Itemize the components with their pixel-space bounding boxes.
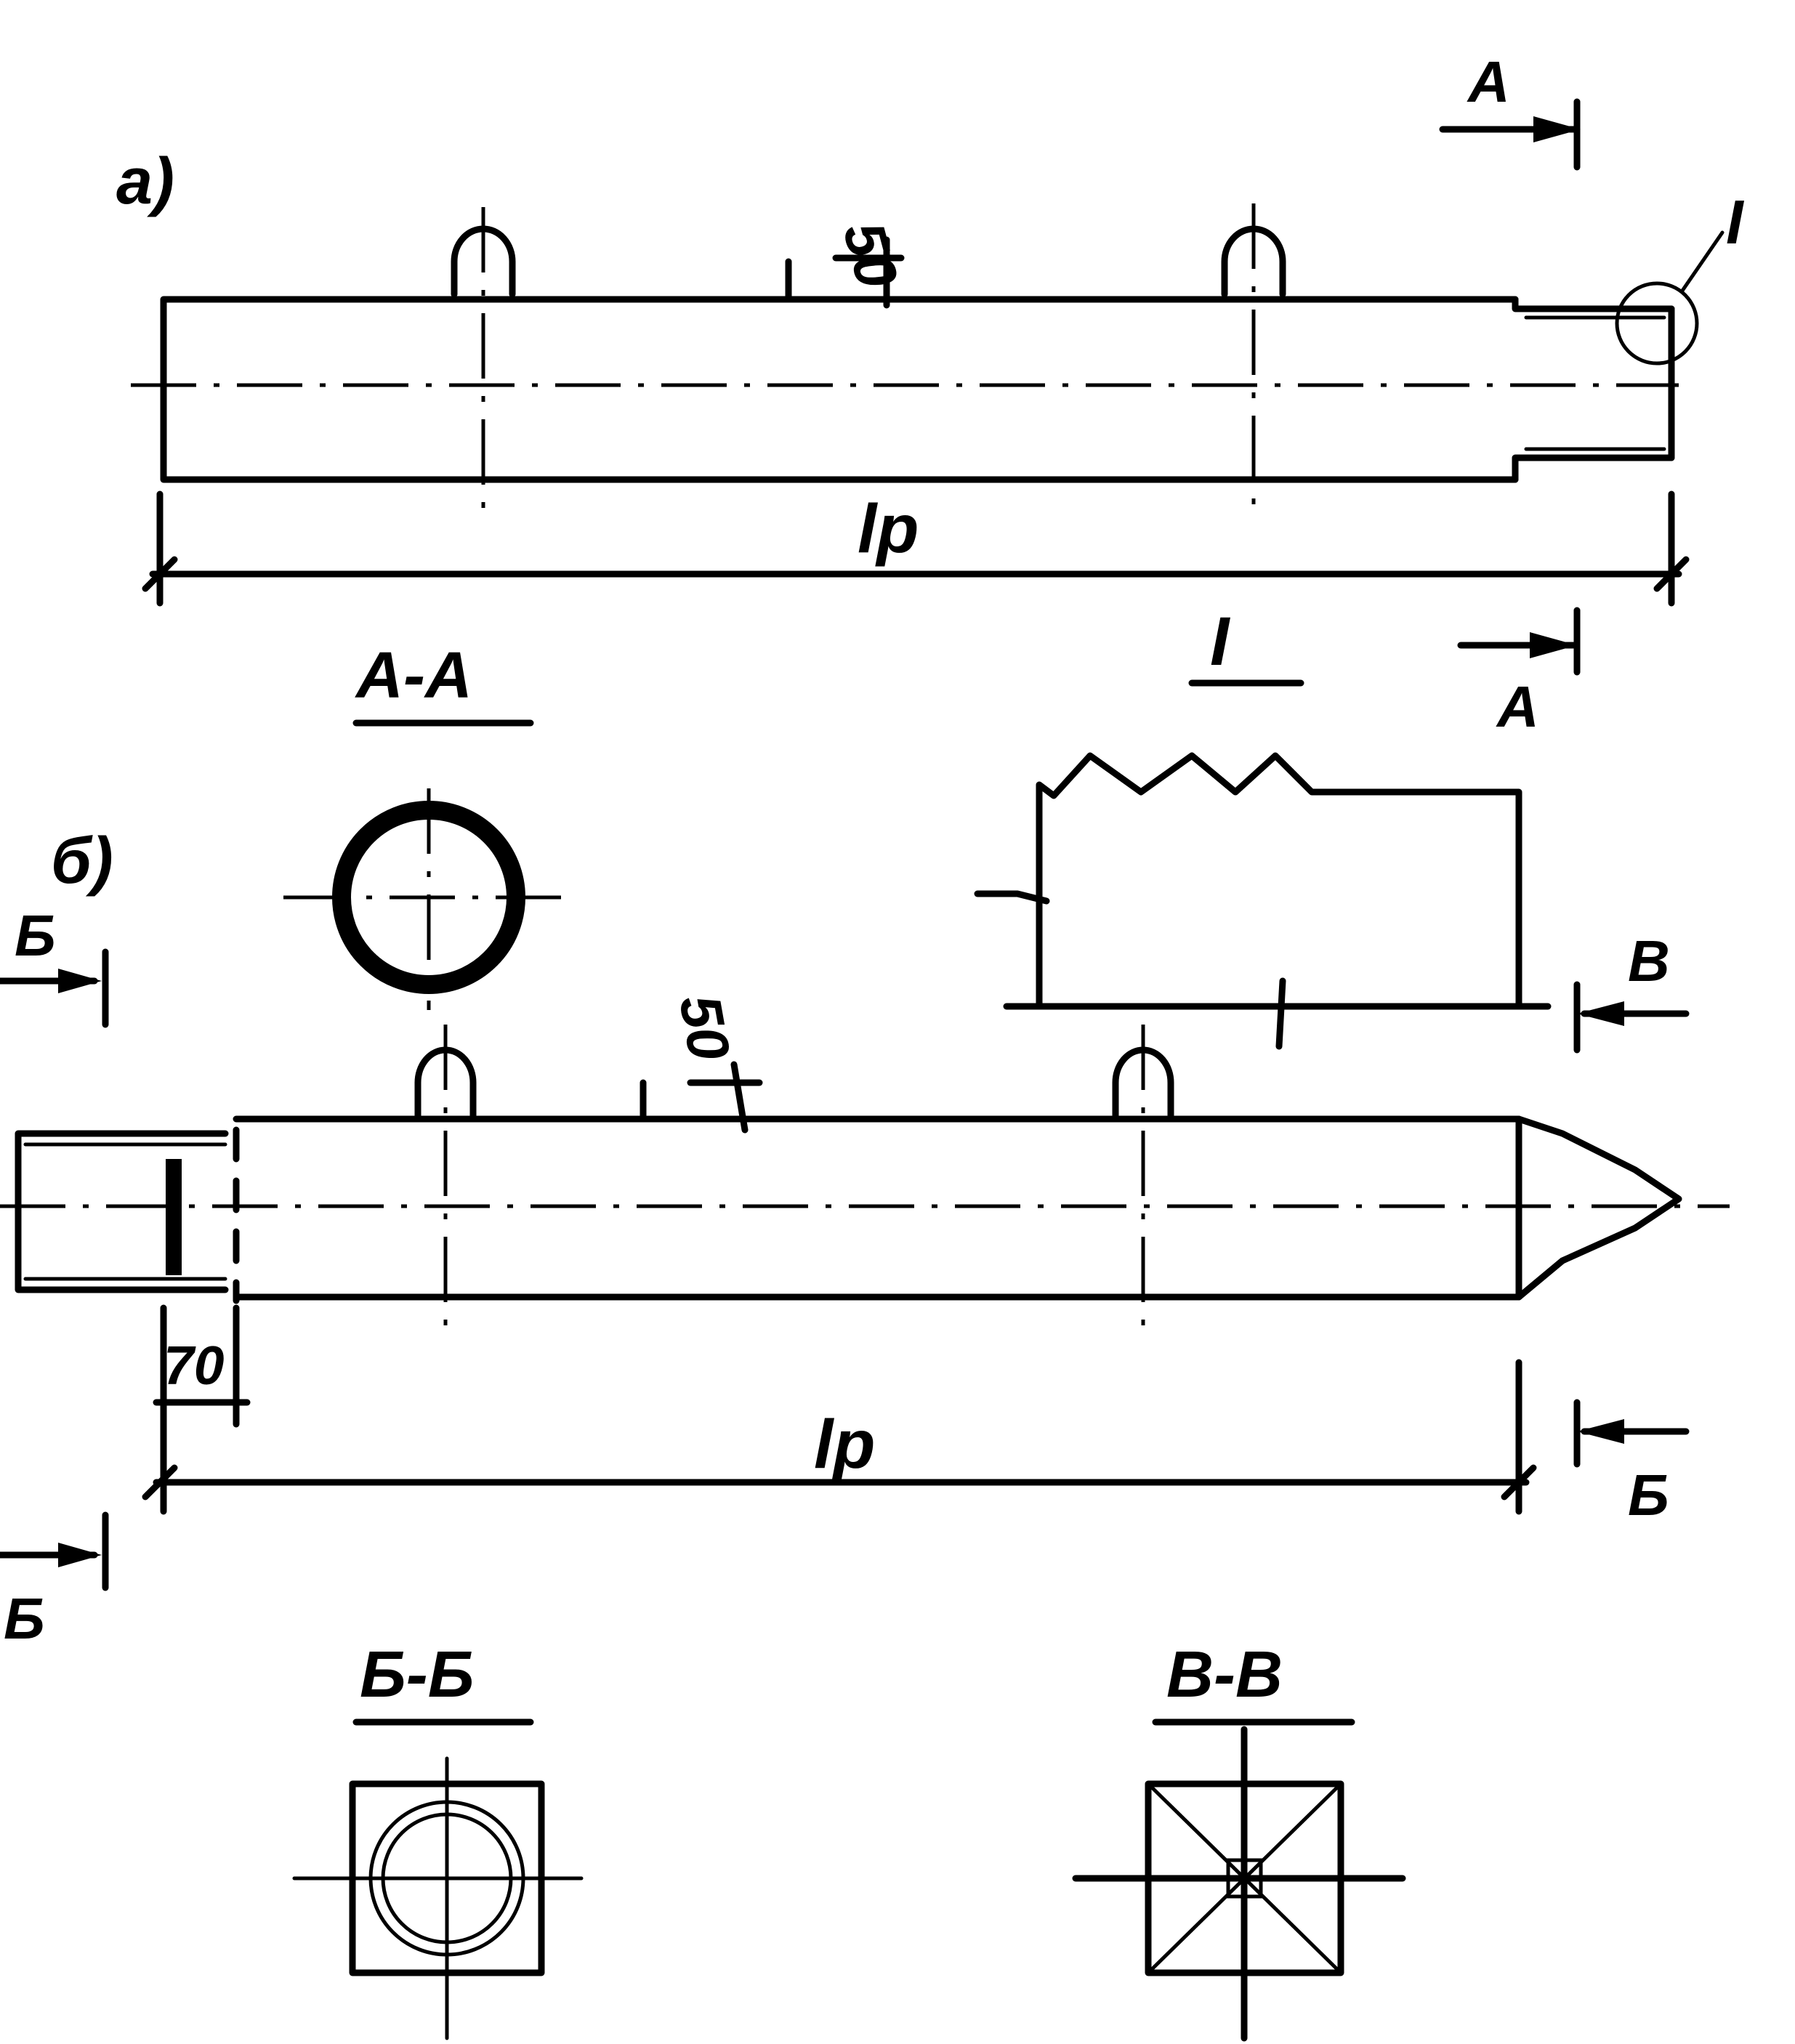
view-b-label: б) [51, 825, 113, 897]
lifting-loop-b-right [1112, 1025, 1174, 1333]
section-a-a-title: A-A [355, 639, 472, 712]
dim-50-b: 50 [640, 990, 763, 1134]
pile-tip [1515, 1115, 1682, 1301]
dim-50-a: 50 [785, 215, 911, 309]
section-arrow-b-left-bottom: Б [0, 1511, 109, 1651]
section-b-b: Б-Б [292, 1639, 584, 2040]
length-label-a: lр [858, 490, 919, 567]
section-v-v: В-В [1072, 1639, 1406, 2042]
view-a: а) A 50 [116, 49, 1745, 739]
section-mark-b-left-top: Б [15, 903, 56, 968]
dim-50-a-label: 50 [831, 215, 911, 294]
length-dim-b: lр [142, 1359, 1537, 1515]
lifting-loop-a-right [1221, 203, 1286, 509]
section-mark-a-top: A [1467, 49, 1510, 114]
section-arrow-v: В [1573, 929, 1690, 1054]
section-b-b-title: Б-Б [360, 1639, 474, 1711]
section-arrow-b-right: Б [1573, 1399, 1690, 1527]
dim-50-b-label: 50 [667, 990, 742, 1065]
section-mark-b-left-bottom: Б [4, 1586, 45, 1651]
length-dim-a: lр [142, 490, 1690, 607]
lifting-loop-a-left [451, 207, 516, 512]
section-arrow-a-bottom: A [1457, 607, 1581, 739]
length-label-b: lр [814, 1406, 875, 1483]
detail-callout-i: I [1615, 188, 1745, 365]
section-mark-a-bottom: A [1496, 674, 1539, 739]
pipe-body-a [160, 296, 1519, 483]
section-arrow-a-top: A [1439, 49, 1581, 171]
lifting-loop-b-left [414, 1025, 477, 1333]
section-arrow-b-left-top: Б [0, 903, 109, 1028]
section-mark-b-right: Б [1628, 1463, 1669, 1527]
detail-i: I [974, 603, 1552, 1050]
pipe-socket [15, 1126, 240, 1304]
view-a-label: а) [116, 145, 174, 218]
detail-ref-i: I [1726, 188, 1745, 257]
dim-70-label: 70 [164, 1335, 224, 1396]
section-mark-v: В [1628, 929, 1670, 993]
section-a-a: A-A [283, 639, 574, 1010]
section-v-v-title: В-В [1166, 1639, 1283, 1711]
detail-i-title: I [1210, 603, 1231, 680]
view-b: б) Б В [0, 825, 1730, 1651]
